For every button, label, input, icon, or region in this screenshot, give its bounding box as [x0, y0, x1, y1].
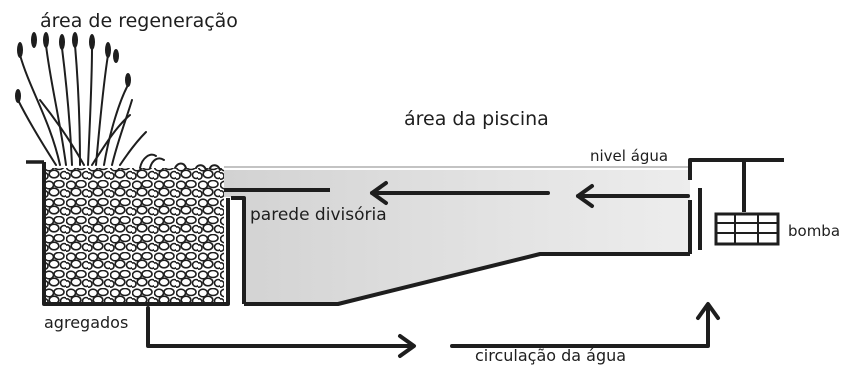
- flow-arrow-left-2: [370, 181, 550, 205]
- aggregates-bed: [44, 168, 224, 304]
- water-level-label: nivel água: [590, 147, 669, 165]
- water-circulation-label: circulação da água: [475, 346, 627, 365]
- reed-heads-icon: [15, 32, 131, 103]
- circulation-arrow-right: [146, 306, 416, 358]
- pump-housing: [688, 158, 784, 180]
- aggregates-label: agregados: [44, 313, 129, 332]
- circulation-arrow-up: [450, 302, 720, 348]
- dividing-wall-label: parede divisória: [250, 205, 387, 225]
- pool-floor: [244, 252, 690, 306]
- plants-icon: [17, 44, 221, 171]
- flow-arrow-left-1: [576, 184, 690, 208]
- pump-label: bomba: [788, 222, 841, 240]
- pool-water: [224, 170, 690, 302]
- pool-area-label: área da piscina: [404, 108, 549, 130]
- regeneration-area-label: área de regeneração: [40, 10, 238, 32]
- regeneration-basin-wall: [42, 162, 230, 306]
- pump-icon: [714, 212, 780, 246]
